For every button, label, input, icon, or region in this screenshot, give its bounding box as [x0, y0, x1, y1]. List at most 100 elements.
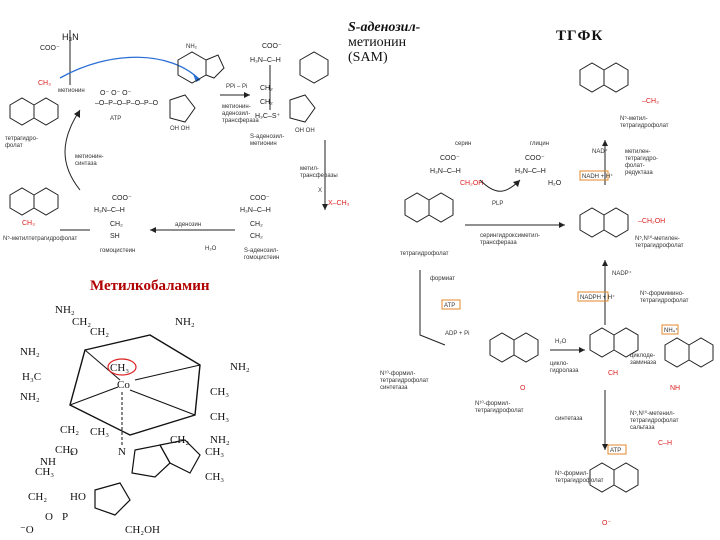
- svg-text:CH₂: CH₂: [110, 221, 123, 228]
- formyl5-thf-label: N⁵-формил-: [555, 470, 588, 477]
- sam-cycle-panel: H₃N COO⁻ CH₃ метионин O⁻ O⁻ O⁻ –O–P–O–P–…: [0, 0, 350, 270]
- svg-text:H₃N–C–H: H₃N–C–H: [240, 207, 271, 214]
- ribose-ch2oh: CH₂OH: [125, 524, 160, 536]
- adenosine-label: аденозин: [175, 222, 201, 228]
- svg-text:COO⁻: COO⁻: [262, 43, 282, 50]
- svg-text:SH: SH: [110, 233, 120, 240]
- svg-text:X–CH₃: X–CH₃: [328, 200, 350, 207]
- cyclase-label: циклоде-: [630, 353, 655, 359]
- ppi-pi-label: PPi – Pi: [226, 84, 247, 90]
- sam-title: S-аденозил- метионин (SAM): [348, 20, 468, 65]
- methionine-structure: H₃N COO⁻ CH₃ метионин: [38, 30, 85, 94]
- svg-text:фолат: фолат: [5, 143, 23, 149]
- methyl-transfer-arc: [59, 56, 201, 81]
- svg-text:C–H: C–H: [658, 440, 672, 447]
- formimino-thf-label: N⁵-формимино-: [640, 290, 684, 297]
- svg-text:CH₃: CH₃: [90, 426, 109, 438]
- svg-text:тетрагидрофолат: тетрагидрофолат: [630, 418, 679, 424]
- svg-text:ATP: ATP: [610, 448, 621, 454]
- svg-text:CH₂: CH₂: [260, 99, 273, 106]
- sam-label-1: S-аденозил-: [250, 134, 284, 140]
- svg-text:CH₃: CH₃: [210, 386, 229, 398]
- svg-text:гомоцистеин: гомоцистеин: [244, 255, 279, 261]
- svg-text:NH₂: NH₂: [20, 346, 40, 358]
- svg-text:NH₂: NH₂: [186, 44, 198, 50]
- svg-text:–O–P–O–P–O–P–O: –O–P–O–P–O–P–O: [95, 100, 159, 107]
- plp-label: PLP: [492, 201, 503, 207]
- cobalamin-structure: Co CH₃ NH₂ CH₂ CH₂ NH₂ NH₂ H₃C NH₂ NH₂ C…: [20, 304, 250, 536]
- svg-text:CH₂: CH₂: [250, 233, 263, 240]
- svg-text:аденозил-: аденозил-: [222, 111, 250, 117]
- folate-ring-bottom: CH₃ N⁵-метилтетрагидрофолат: [3, 187, 77, 242]
- svg-text:тетрагидрофолат: тетрагидрофолат: [380, 378, 429, 384]
- homocysteine-label: гомоцистеин: [100, 248, 135, 254]
- methionine-ch3: CH₃: [38, 80, 51, 87]
- svg-text:трансфераза: трансфераза: [222, 118, 259, 124]
- mat-enzyme: метионин-: [222, 104, 251, 110]
- methyl-ligand: CH₃: [110, 362, 129, 374]
- svg-text:NH: NH: [670, 385, 680, 392]
- svg-text:NH: NH: [40, 456, 56, 468]
- sam-cycle-diagram: H₃N COO⁻ CH₃ метионин O⁻ O⁻ O⁻ –O–P–O–P–…: [3, 30, 350, 261]
- svg-text:CH₂: CH₂: [55, 444, 74, 456]
- sam-title-line2: метионин: [348, 35, 407, 50]
- methionine-h3n: H₃N: [62, 32, 79, 42]
- svg-text:тетрагидрофолат: тетрагидрофолат: [555, 478, 604, 484]
- formyl-thf-synthetase: N¹⁰-формил-: [380, 370, 415, 377]
- mthfr-label: метилен-: [625, 149, 651, 155]
- cyclohydrolase-label: цикло-: [550, 361, 568, 367]
- svg-text:заминаза: заминаза: [630, 360, 657, 366]
- svg-text:CH₃: CH₃: [35, 466, 54, 478]
- thf-panel: –CH₃ N⁵-метил- тетрагидрофолат NAD⁺ NADH…: [380, 45, 720, 540]
- methyl-ligand-highlight: [107, 358, 137, 376]
- atp-structure: O⁻ O⁻ O⁻ –O–P–O–P–O–P–O АТР OH OH NH₂: [95, 44, 225, 132]
- svg-text:OH OH: OH OH: [295, 128, 315, 134]
- svg-text:H₃N–C–H: H₃N–C–H: [430, 168, 461, 175]
- h2o-top: H₂O: [548, 180, 562, 187]
- shmt-label: серингидроксиметил-: [480, 233, 540, 239]
- sah-structure: COO⁻ H₃N–C–H CH₂ CH₂ S-аденозил- гомоцис…: [240, 195, 279, 261]
- svg-text:синтетаза: синтетаза: [380, 385, 408, 391]
- svg-text:CH₃: CH₃: [210, 411, 229, 423]
- h2o-label: H₂O: [205, 246, 217, 252]
- svg-text:CH₂: CH₂: [60, 424, 79, 436]
- svg-text:COO⁻: COO⁻: [112, 195, 132, 202]
- folate-ring-top: тетрагидро- фолат: [5, 97, 59, 149]
- thf-left: тетрагидрофолат: [400, 192, 454, 257]
- nadph-label: NADPH + H⁺: [580, 294, 615, 301]
- methionine-synthase-label: метионин-: [75, 154, 104, 160]
- svg-text:трансферазы: трансферазы: [300, 173, 338, 179]
- svg-text:метионин: метионин: [250, 141, 277, 147]
- cobalamin-title: Метилкобаламин: [90, 278, 210, 294]
- svg-text:N⁵,N¹⁰-метенил-: N⁵,N¹⁰-метенил-: [630, 410, 675, 417]
- cobalamin-panel: Co CH₃ NH₂ CH₂ CH₂ NH₂ NH₂ H₃C NH₂ NH₂ C…: [0, 295, 300, 540]
- atp-label: АТР: [110, 116, 121, 122]
- svg-text:тетрагидрофолат: тетрагидрофолат: [475, 408, 524, 414]
- svg-text:NH₂: NH₂: [230, 361, 250, 373]
- svg-text:P: P: [62, 511, 68, 523]
- svg-text:CH₃: CH₃: [22, 220, 35, 227]
- svg-text:CH₂: CH₂: [72, 316, 91, 328]
- synthetase-bottom: синтетаза: [555, 416, 583, 422]
- svg-text:N: N: [118, 446, 126, 458]
- svg-text:CH₂: CH₂: [170, 434, 189, 446]
- h2o-cyc: H₂O: [555, 339, 567, 345]
- nadh-label: NADH + H⁺: [582, 173, 613, 180]
- svg-text:CH₃: CH₃: [205, 471, 224, 483]
- svg-text:фолат-: фолат-: [625, 163, 645, 169]
- svg-text:⁻O: ⁻O: [20, 524, 34, 536]
- svg-text:тетрагидро-: тетрагидро-: [625, 156, 658, 162]
- svg-text:тетрагидрофолат: тетрагидрофолат: [620, 123, 669, 129]
- methyl-thf-top: –CH₃ N⁵-метил- тетрагидрофолат: [579, 62, 669, 129]
- cobalt-atom: Co: [117, 379, 130, 391]
- sam-title-line1: S-аденозил-: [348, 20, 421, 35]
- svg-text:CH: CH: [608, 370, 618, 377]
- svg-text:NH₂: NH₂: [175, 316, 195, 328]
- svg-text:H₃C–S⁺: H₃C–S⁺: [255, 113, 281, 120]
- svg-text:NH₂: NH₂: [20, 391, 40, 403]
- svg-text:тетрагидрофолат: тетрагидрофолат: [640, 298, 689, 304]
- ch2oh-group: –CH₂OH: [638, 218, 665, 225]
- svg-text:H₃N–C–H: H₃N–C–H: [250, 57, 281, 64]
- svg-text:сальтаза: сальтаза: [630, 425, 655, 431]
- thf-title: ТГФК: [556, 28, 604, 44]
